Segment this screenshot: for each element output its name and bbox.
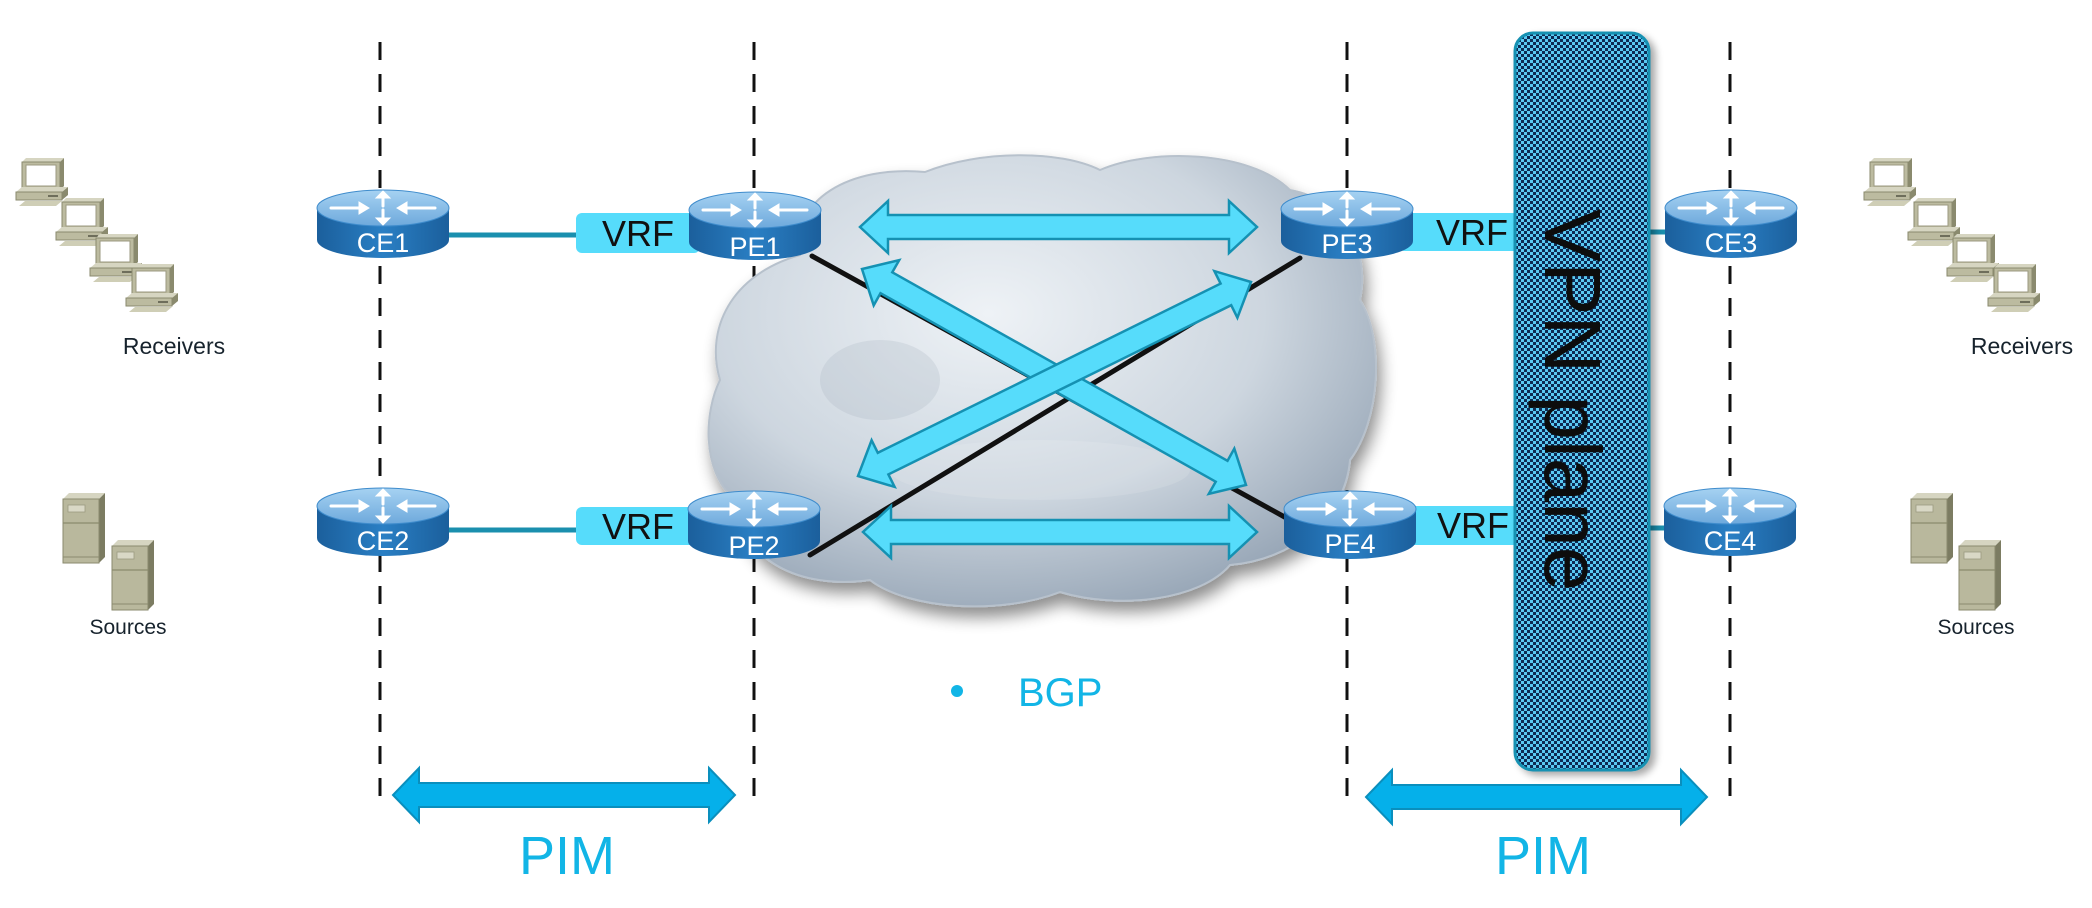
vrf-pe2: VRF <box>576 506 700 547</box>
left-sources-label: Sources <box>89 616 166 639</box>
bgp-legend: BGP <box>951 671 1102 715</box>
vrf-pe4: VRF <box>1402 505 1520 546</box>
pc-icon <box>1907 197 1961 247</box>
router-pe2[interactable]: PE2 <box>686 489 822 561</box>
right-sources: Sources <box>1910 492 2015 639</box>
bgp-arrow-pe2-pe3 <box>856 269 1253 489</box>
left-receivers-label: Receivers <box>123 333 225 359</box>
router-ce1[interactable]: CE1 <box>315 188 451 260</box>
core-bgp-arrows <box>856 198 1259 561</box>
router-ce3[interactable]: CE3 <box>1663 188 1799 260</box>
server-icon <box>1910 492 1954 564</box>
router-ce3-label: CE3 <box>1705 228 1758 258</box>
vrf-pe2-label: VRF <box>602 506 674 547</box>
right-receivers-label: Receivers <box>1971 333 2073 359</box>
pc-icon <box>1863 157 1917 207</box>
pc-icon <box>125 263 179 313</box>
router-ce4[interactable]: CE4 <box>1662 486 1798 558</box>
pim-arrows <box>391 765 1709 827</box>
vrf-pe1-label: VRF <box>602 213 674 254</box>
right-receivers: Receivers <box>1863 157 2073 359</box>
bullet-icon <box>951 685 963 697</box>
router-ce1-label: CE1 <box>357 228 410 258</box>
router-pe4[interactable]: PE4 <box>1282 489 1418 561</box>
vrf-pe3: VRF <box>1400 212 1520 253</box>
bgp-label: BGP <box>1018 671 1102 715</box>
vrf-pe1: VRF <box>576 213 700 254</box>
pc-icon <box>15 157 69 207</box>
server-icon <box>1958 539 2002 611</box>
pim-arrow-left <box>391 765 737 825</box>
vpn-plane-label: VPN plane <box>1528 209 1617 591</box>
vrf-pe3-label: VRF <box>1436 212 1508 253</box>
router-pe2-label: PE2 <box>728 531 779 561</box>
router-pe3[interactable]: PE3 <box>1279 189 1415 261</box>
router-pe1-label: PE1 <box>729 232 780 262</box>
server-icon <box>111 539 155 611</box>
pim-arrow-right <box>1364 767 1709 827</box>
router-ce2[interactable]: CE2 <box>315 486 451 558</box>
router-pe3-label: PE3 <box>1321 229 1372 259</box>
pim-right-label: PIM <box>1495 826 1591 886</box>
router-ce2-label: CE2 <box>357 526 410 556</box>
pc-icon <box>1987 263 2041 313</box>
bgp-arrow-pe1-pe3 <box>858 198 1259 256</box>
pim-left-label: PIM <box>519 826 615 886</box>
pc-icon <box>1946 233 2000 283</box>
vpn-plane: VPN plane <box>1513 31 1651 772</box>
left-sources: Sources <box>62 492 167 639</box>
vrf-pe4-label: VRF <box>1437 505 1509 546</box>
left-receivers: Receivers <box>15 157 225 359</box>
server-icon <box>62 492 106 564</box>
router-ce4-label: CE4 <box>1704 526 1757 556</box>
right-sources-label: Sources <box>1937 616 2014 639</box>
router-pe4-label: PE4 <box>1324 529 1375 559</box>
bgp-arrow-pe2-pe4 <box>861 503 1259 561</box>
router-pe1[interactable]: PE1 <box>687 190 823 262</box>
